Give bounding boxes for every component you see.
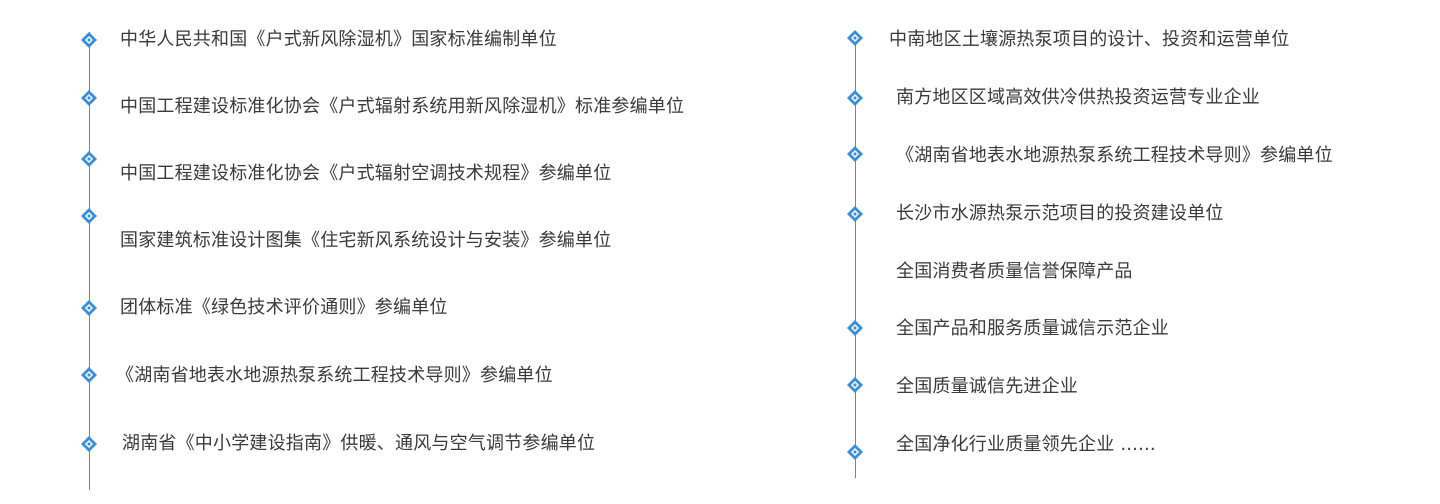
list-item-label: 中南地区土壤源热泵项目的设计、投资和运营单位 — [889, 29, 1290, 50]
diamond-bullet-icon — [846, 145, 864, 163]
diamond-bullet-icon — [80, 299, 98, 317]
diamond-bullet-icon — [846, 376, 864, 394]
list-item-label: 全国产品和服务质量诚信示范企业 — [896, 318, 1169, 339]
list-item-label: 全国质量诚信先进企业 — [896, 376, 1078, 397]
diamond-bullet-icon — [846, 319, 864, 337]
list-item-label: 南方地区区域高效供冷供热投资运营专业企业 — [896, 87, 1260, 108]
left-qualification-list: 中华人民共和国《户式新风除湿机》国家标准编制单位 中国工程建设标准化协会《户式辐… — [80, 29, 685, 490]
diamond-bullet-icon — [80, 366, 98, 384]
right-qualification-list: 中南地区土壤源热泵项目的设计、投资和运营单位 南方地区区域高效供冷供热投资运营专… — [720, 0, 1440, 504]
diamond-bullet-icon — [80, 89, 98, 107]
list-item-label: 中华人民共和国《户式新风除湿机》国家标准编制单位 — [120, 29, 557, 50]
list-item-label: 全国净化行业质量领先企业 ...... — [896, 434, 1156, 455]
list-item-label: 国家建筑标准设计图集《住宅新风系统设计与安装》参编单位 — [120, 230, 612, 251]
diamond-bullet-icon — [80, 435, 98, 453]
diamond-bullet-icon — [80, 207, 98, 225]
right-timeline-line — [855, 32, 856, 478]
diamond-bullet-icon — [846, 205, 864, 223]
list-item-label: 全国消费者质量信誉保障产品 — [896, 261, 1133, 282]
diamond-bullet-icon — [80, 31, 98, 49]
list-item-label: 团体标准《绿色技术评价通则》参编单位 — [120, 297, 448, 318]
diamond-bullet-icon — [80, 150, 98, 168]
list-item-label: 中国工程建设标准化协会《户式辐射空调技术规程》参编单位 — [120, 163, 612, 184]
diamond-bullet-icon — [846, 29, 864, 47]
left-timeline-line — [89, 32, 90, 490]
diamond-bullet-icon — [846, 443, 864, 461]
list-item-label: 湖南省《中小学建设指南》供暖、通风与空气调节参编单位 — [122, 433, 596, 454]
list-item-label: 长沙市水源热泵示范项目的投资建设单位 — [896, 203, 1224, 224]
list-item-label: 中国工程建设标准化协会《户式辐射系统用新风除湿机》标准参编单位 — [120, 96, 685, 117]
list-item-label: 《湖南省地表水地源热泵系统工程技术导则》参编单位 — [896, 145, 1333, 166]
list-item-label: 《湖南省地表水地源热泵系统工程技术导则》参编单位 — [116, 365, 553, 386]
diamond-bullet-icon — [846, 89, 864, 107]
